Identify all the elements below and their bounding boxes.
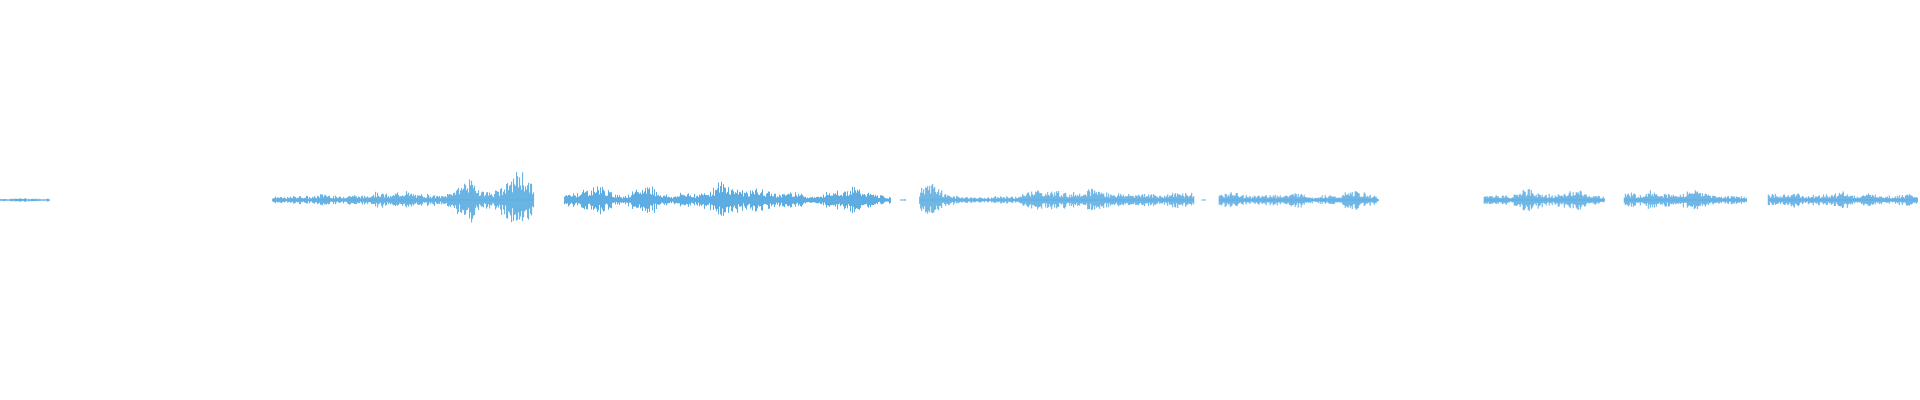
waveform-segment	[272, 171, 535, 223]
waveform-segment	[1201, 199, 1206, 201]
waveform-segment	[1483, 188, 1606, 211]
waveform-segment	[919, 184, 1195, 214]
waveform-segment	[900, 199, 907, 201]
waveform-segments	[0, 171, 1919, 223]
waveform-segment	[1767, 191, 1919, 208]
waveform-segment	[564, 181, 891, 216]
waveform-segment	[1623, 190, 1748, 210]
waveform-segment	[0, 198, 50, 202]
waveform-segment	[1218, 191, 1379, 210]
